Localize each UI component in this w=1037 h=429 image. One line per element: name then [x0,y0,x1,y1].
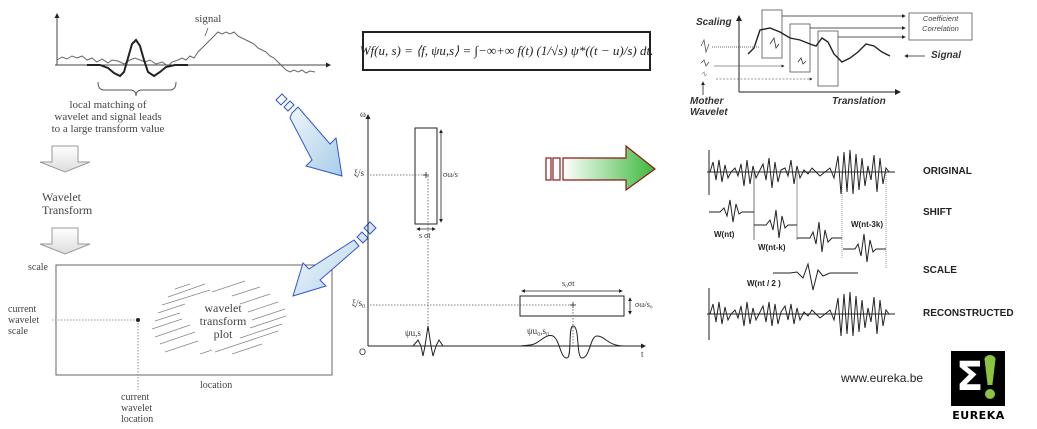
original-signal [709,149,890,195]
signal-label: signal [195,13,222,25]
signal-curve [56,31,316,74]
row-label-reconstructed: RECONSTRUCTED [923,308,1014,319]
label-w-nt-3k: W(nt-3k) [851,220,883,229]
logo-square: Σ [951,351,1005,406]
current-location-label: current wavelet location [121,392,154,425]
wavelet-transform-formula: Wf(u, s) = ⟨f, ψu,s⟩ = ∫−∞+∞ f(t) (1/√s)… [360,31,653,71]
sigma-omega-over-s0-label: σω/s₀ [635,300,653,309]
shift-w-nt-3k [843,233,886,263]
row-label-shift: SHIFT [923,207,952,218]
s0-sigma-t-label: s₀σt [562,279,575,288]
location-axis-label: location [200,380,233,391]
reconstructed-signal [709,291,890,337]
exclamation-icon [984,355,996,385]
shift-w-nt-2k [797,221,842,253]
wavelet-curve [87,38,188,78]
psi-u0s0-label: ψu₀,s₀ [527,326,550,336]
s-sigma-t-label: s σt [419,231,431,240]
wavelet-transform-label: Wavelet Transform [42,190,93,217]
label-w-nt: W(nt) [714,230,735,239]
origin-label: O [359,347,367,357]
current-scale-label: current wavelet scale [8,304,40,337]
matching-caption: local matching of wavelet and signal lea… [51,99,165,135]
signal-arrow-label: Signal [931,50,962,61]
xi-over-s0-label: ξ/s₀ [352,298,366,308]
wavelet-transform-plot-label: wavelet transform plot [199,301,247,341]
down-arrow-1 [39,145,91,173]
eureka-logo: Σ EUREKA [946,351,1011,425]
wavelet-psi-us [412,325,450,357]
blue-arrow-bottom [292,221,377,297]
translation-label: Translation [832,96,886,107]
signal-plot [54,13,331,97]
hatch-region [151,280,287,355]
blue-arrow-top [275,93,343,177]
t-axis-label: t [641,349,644,359]
website-link[interactable]: www.eureka.be [841,371,924,385]
brace [97,81,177,97]
logo-text: EUREKA [952,409,1005,422]
wavelet-psi-u0s0 [519,325,625,359]
sigma-omega-over-s-label: σω/s [443,170,458,179]
scaling-label: Scaling [696,17,732,28]
scaling-translation-diagram [700,9,973,95]
mother-wavelet-label: Mother Wavelet [690,96,728,118]
scale-axis-label: scale [28,262,48,273]
wavelet-shift-diagram [707,149,895,340]
label-w-nt-k: W(nt-k) [758,243,786,252]
omega-axis-label: ω [360,109,366,119]
wavelet-transform-plot [52,264,333,390]
sigma-icon: Σ [956,354,984,400]
row-label-original: ORIGINAL [923,166,972,177]
xi-over-s-label: ξ/s [354,168,365,178]
green-arrow [545,144,656,192]
label-w-nt-2: W(nt / 2 ) [747,279,781,288]
shift-w-nt-k [754,209,797,239]
down-arrow-2 [39,227,91,255]
time-frequency-diagram [365,114,646,359]
scale-w-nt-2 [773,262,858,291]
shift-w-nt [709,199,754,223]
coefficient-correlation-box: Coefficient Correlation [922,14,959,33]
psi-us-label: ψu,s [405,328,421,338]
row-label-scale: SCALE [923,265,957,276]
